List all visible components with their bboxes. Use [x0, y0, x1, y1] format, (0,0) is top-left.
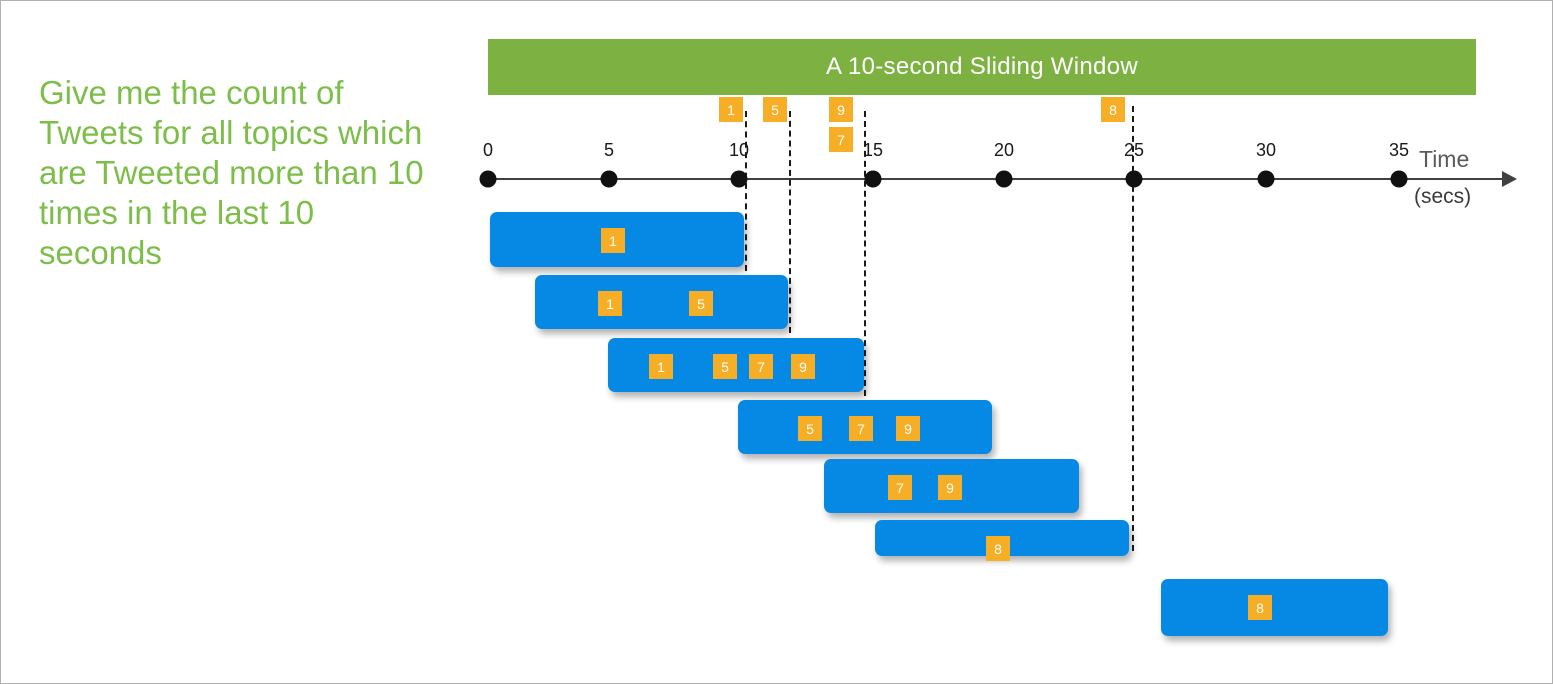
axis-tick-dot	[1125, 170, 1143, 188]
event-guide-line	[745, 111, 747, 271]
axis-tick-label: 20	[993, 140, 1015, 160]
axis-tick-dot	[479, 170, 497, 188]
axis-tick-label: 5	[603, 140, 615, 160]
axis-tick-dot	[600, 170, 618, 188]
tweet-marker: 5	[798, 416, 822, 441]
tweet-marker: 7	[749, 354, 773, 379]
tweet-marker: 9	[938, 475, 962, 500]
axis-tick-label: 0	[482, 140, 494, 160]
tweet-marker: 8	[1248, 595, 1272, 620]
tweet-marker: 8	[986, 536, 1010, 561]
axis-tick-dot	[1257, 170, 1275, 188]
tweet-marker: 1	[719, 97, 743, 122]
window-bar-7: 8	[1161, 579, 1388, 636]
axis-tick-dot	[864, 170, 882, 188]
tweet-marker: 9	[791, 354, 815, 379]
time-axis-label: Time	[1419, 146, 1470, 172]
tweet-marker: 1	[601, 228, 625, 253]
tweet-marker: 7	[888, 475, 912, 500]
axis-tick-label: 25	[1123, 140, 1145, 160]
sliding-window-banner: A 10-second Sliding Window	[488, 39, 1476, 95]
tweet-marker: 1	[649, 354, 673, 379]
tweet-marker: 1	[598, 291, 622, 316]
tweet-marker: 7	[849, 416, 873, 441]
sliding-window-banner-label: A 10-second Sliding Window	[826, 53, 1138, 80]
tweet-marker: 9	[829, 97, 853, 122]
tweet-marker: 5	[713, 354, 737, 379]
window-bar-1: 1	[490, 212, 744, 267]
axis-tick-dot	[995, 170, 1013, 188]
axis-tick-label: 15	[862, 140, 884, 160]
event-guide-line	[789, 111, 791, 333]
axis-tick-label: 10	[728, 140, 750, 160]
tweet-marker: 5	[689, 291, 713, 316]
axis-tick-label: 30	[1255, 140, 1277, 160]
time-axis-arrow-icon	[1502, 171, 1517, 187]
caption-text: Give me the count of Tweets for all topi…	[39, 74, 424, 271]
tweet-marker: 9	[896, 416, 920, 441]
window-bar-6: 8	[875, 520, 1129, 561]
tweet-marker: 8	[1101, 97, 1125, 122]
tweet-marker: 7	[829, 127, 853, 152]
axis-tick-dot	[730, 170, 748, 188]
axis-tick-label: 35	[1388, 140, 1410, 160]
axis-tick-dot	[1390, 170, 1408, 188]
event-guide-line	[864, 111, 866, 396]
time-axis-units-label: (secs)	[1414, 185, 1472, 208]
tweet-marker: 5	[763, 97, 787, 122]
event-guide-line	[1132, 106, 1134, 551]
